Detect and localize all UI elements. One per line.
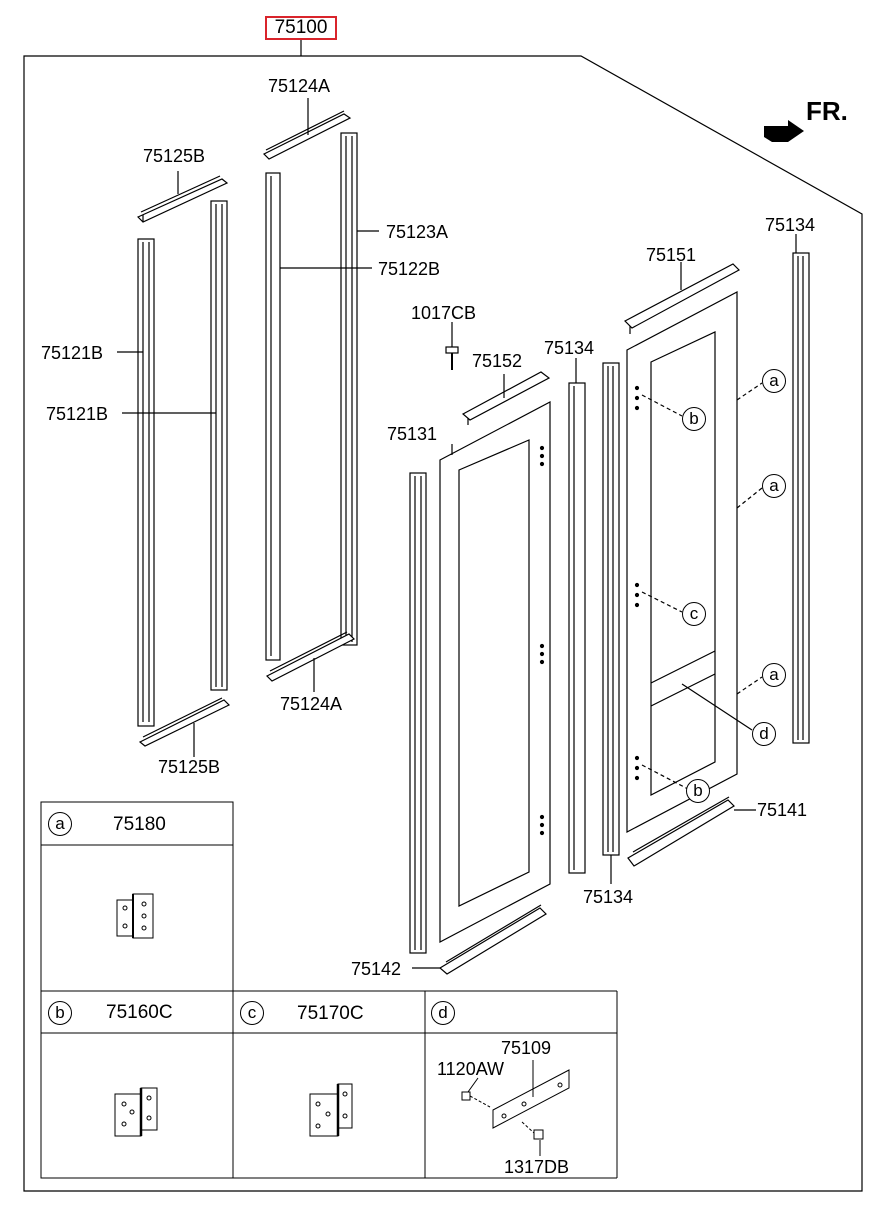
legend-c-part: 75170C [297, 1003, 364, 1024]
label-75125b-bottom: 75125B [158, 757, 221, 777]
label-75134-top: 75134 [544, 338, 595, 358]
callout-a-3: a [762, 663, 786, 687]
channel-75121b-right [210, 200, 228, 691]
label-75121b-2: 75121B [46, 404, 109, 424]
label-75134-right: 75134 [765, 215, 816, 235]
hinge-75180-icon [116, 893, 154, 939]
callout-b-2: b [686, 779, 710, 803]
weatherstrip-75134-mid [568, 382, 586, 874]
legend-a-part: 75180 [113, 814, 166, 835]
hinge-75170c-icon [309, 1083, 353, 1137]
bracket-75152 [461, 371, 551, 425]
screw-1017cb-icon [445, 346, 459, 370]
weatherstrip-door-left [409, 472, 427, 954]
rail-75125b-top [136, 175, 229, 223]
label-75152: 75152 [472, 351, 523, 371]
label-75123a: 75123A [386, 222, 449, 242]
rail-75125b-bottom [138, 697, 231, 747]
diagram-border [23, 55, 863, 1192]
bracket-75142 [438, 904, 547, 975]
label-75134-bottom: 75134 [583, 887, 634, 907]
label-1017cb: 1017CB [411, 303, 477, 323]
front-direction-label: FR. [806, 96, 848, 126]
callout-c: c [682, 602, 706, 626]
rail-75124a-bottom [265, 631, 356, 682]
legend-c-letter: c [240, 1001, 264, 1025]
label-75121b-1: 75121B [41, 343, 104, 363]
weatherstrip-75134-right [792, 252, 810, 744]
label-75142: 75142 [351, 959, 402, 979]
legend-table [40, 801, 618, 1179]
door-frame-75131 [439, 401, 551, 943]
channel-75123a [340, 132, 358, 646]
label-75124a-bottom: 75124A [280, 694, 343, 714]
callout-a-1: a [762, 369, 786, 393]
legend-d-part-1120aw: 1120AW [437, 1059, 505, 1079]
label-75122b: 75122B [378, 259, 441, 279]
weatherstrip-75134-bot [602, 362, 620, 856]
legend-d-part-1317db: 1317DB [504, 1157, 570, 1177]
callout-a-2: a [762, 474, 786, 498]
front-arrow-icon [764, 120, 804, 142]
assembly-number: 75100 [265, 16, 337, 40]
channel-75122b [265, 172, 281, 661]
label-75125b-top: 75125B [143, 146, 206, 166]
rail-75124a-top [262, 110, 352, 160]
legend-d-letter: d [431, 1001, 455, 1025]
legend-b-part: 75160C [106, 1002, 173, 1023]
label-75131: 75131 [387, 424, 438, 444]
callout-d: d [752, 722, 776, 746]
legend-a-letter: a [48, 812, 72, 836]
label-75124a-top: 75124A [268, 76, 331, 96]
legend-b-letter: b [48, 1001, 72, 1025]
bracket-75151 [624, 263, 740, 334]
door-frame-75151 [626, 291, 738, 833]
label-75151: 75151 [646, 245, 697, 265]
hinge-75160c-icon [114, 1087, 158, 1137]
bracket-75109-icon [461, 1060, 570, 1156]
label-75141: 75141 [757, 800, 808, 820]
bracket-75141 [627, 796, 735, 867]
legend-d-part-75109: 75109 [501, 1038, 552, 1058]
callout-b-1: b [682, 407, 706, 431]
channel-75121b-left [137, 238, 155, 727]
